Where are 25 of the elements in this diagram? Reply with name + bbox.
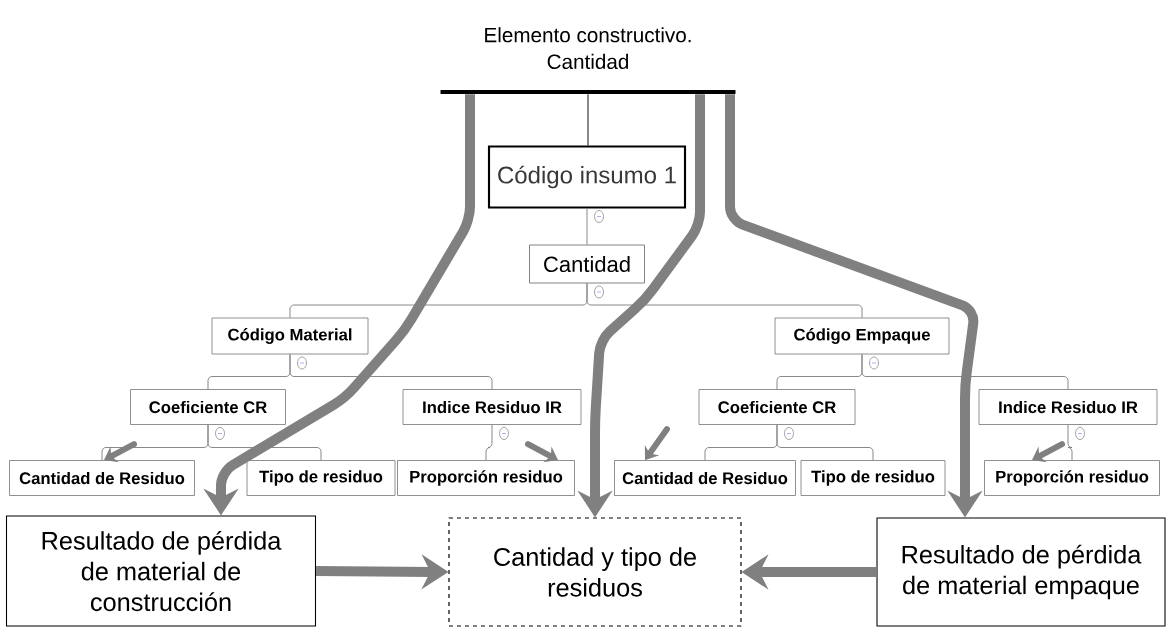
field-box: Tipo de residuo (246, 460, 396, 496)
field-box: Código Empaque (774, 317, 950, 355)
field-box: Proporción residuo (984, 460, 1160, 496)
field-box: Código Material (211, 317, 369, 355)
field-box: Proporción residuo (397, 460, 575, 496)
node-label: Elemento constructivo. Cantidad (485, 27, 691, 70)
result-box: Resultado de pérdida de material de construcción (5, 515, 317, 627)
field-box: Coeficiente CR (130, 389, 286, 425)
field-box: Cantidad de Residuo (9, 460, 195, 496)
connector-line (485, 424, 493, 461)
field-box: Indice Residuo IR (402, 389, 582, 425)
arrow (104, 441, 137, 463)
heading-bar: Elemento constructivo. Cantidad (440, 27, 736, 94)
result-box: Resultado de pérdida de material empaque (876, 517, 1166, 627)
field-box: Indice Residuo IR (978, 389, 1158, 425)
target-box: Cantidad y tipo de residuos (448, 517, 742, 627)
quantity-box: Cantidad (529, 244, 645, 284)
field-box: Cantidad de Residuo (614, 460, 796, 496)
connector-line (1067, 424, 1073, 461)
arrow (1032, 441, 1065, 463)
connector-line (586, 208, 588, 246)
connector-line (587, 93, 589, 146)
input-box: Código insumo 1 (487, 145, 687, 209)
field-box: Tipo de residuo (800, 460, 946, 496)
field-box: Coeficiente CR (698, 389, 856, 425)
